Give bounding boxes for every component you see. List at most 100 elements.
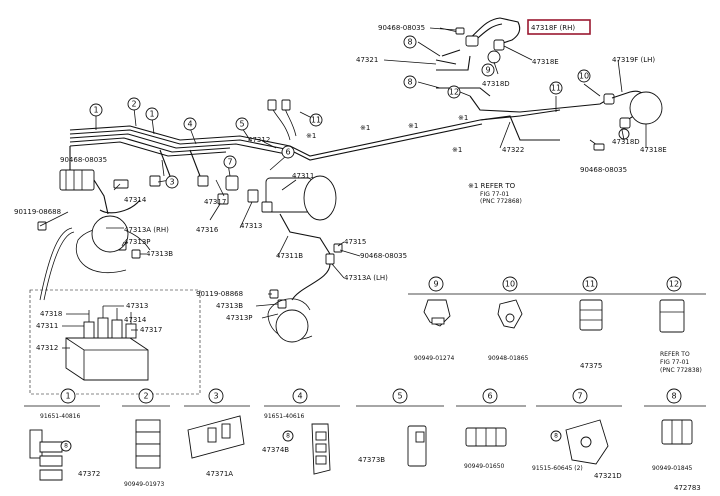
svg-text:8: 8 <box>286 433 290 440</box>
svg-text:47374B: 47374B <box>262 446 289 454</box>
svg-text:47315: 47315 <box>344 238 366 246</box>
svg-text:47317: 47317 <box>140 326 162 334</box>
svg-text:3: 3 <box>213 392 218 401</box>
svg-text:1: 1 <box>149 110 154 119</box>
svg-text:8: 8 <box>407 78 412 87</box>
svg-text:1: 1 <box>93 106 98 115</box>
svg-text:47319F (LH): 47319F (LH) <box>612 56 655 64</box>
svg-text:※1: ※1 <box>306 132 316 140</box>
abs-actuator-block <box>29 289 201 395</box>
svg-text:47311: 47311 <box>292 172 314 180</box>
svg-text:47372: 47372 <box>78 470 100 478</box>
svg-text:90949-01274: 90949-01274 <box>414 355 455 362</box>
svg-text:5: 5 <box>239 120 244 129</box>
detail-row-2: 1 91651-40816 8 47372 2 90949-01973 3 47… <box>24 388 706 492</box>
svg-text:47313: 47313 <box>126 302 148 310</box>
svg-text:(PNC 772838): (PNC 772838) <box>660 367 702 374</box>
abs-block-labels: 47318 47313 47311 47314 47317 47312 <box>36 302 162 352</box>
svg-text:7: 7 <box>227 158 232 167</box>
master-cylinder-centre <box>149 149 343 343</box>
svg-text:8: 8 <box>64 443 68 450</box>
detail-8: 8 90949-01845 <box>652 388 693 472</box>
svg-text:47318F (RH): 47318F (RH) <box>531 24 575 32</box>
leader-lines <box>39 27 647 319</box>
marker-11b: 11 <box>309 113 323 127</box>
svg-text:47321: 47321 <box>356 56 378 64</box>
svg-text:47318E: 47318E <box>532 58 559 66</box>
marker-4: 4 <box>183 117 197 131</box>
svg-text:47321D: 47321D <box>594 472 622 480</box>
svg-text:90468-08035: 90468-08035 <box>580 166 627 174</box>
svg-text:47313P: 47313P <box>124 238 151 246</box>
svg-text:47317: 47317 <box>204 198 226 206</box>
svg-text:※1: ※1 <box>458 114 468 122</box>
svg-text:6: 6 <box>487 392 492 401</box>
marker-10: 10 <box>577 69 591 83</box>
svg-text:※1: ※1 <box>360 124 370 132</box>
svg-text:11: 11 <box>311 116 321 125</box>
marker-12: 12 <box>447 85 461 99</box>
svg-text:47314: 47314 <box>124 196 147 204</box>
svg-text:※1: ※1 <box>408 122 418 130</box>
detail-3: 3 47371A <box>187 388 245 478</box>
svg-text:3: 3 <box>169 178 174 187</box>
svg-text:90468-08035: 90468-08035 <box>378 24 425 32</box>
svg-text:2: 2 <box>131 100 136 109</box>
detail-4: 4 91651-40616 8 47374B <box>262 388 331 475</box>
left-junction-block <box>37 146 151 301</box>
svg-text:47311: 47311 <box>36 322 58 330</box>
detail-9: 9 90949-01274 <box>414 276 455 362</box>
svg-text:47311B: 47311B <box>276 252 303 260</box>
svg-text:11: 11 <box>585 280 595 289</box>
marker-6: 6 <box>281 145 295 159</box>
marker-2: 2 <box>127 97 141 111</box>
svg-text:1: 1 <box>65 392 70 401</box>
svg-text:8: 8 <box>671 392 676 401</box>
svg-text:(PNC 772868): (PNC 772868) <box>480 198 522 205</box>
marker-7: 7 <box>223 155 237 169</box>
marker-9: 9 <box>481 63 495 77</box>
svg-text:47313B: 47313B <box>216 302 243 310</box>
svg-text:47313A (RH): 47313A (RH) <box>124 226 169 234</box>
svg-text:4: 4 <box>187 120 192 129</box>
svg-text:47322: 47322 <box>502 146 524 154</box>
svg-text:8: 8 <box>554 433 558 440</box>
svg-text:90949-01973: 90949-01973 <box>124 481 165 488</box>
marker-1: 1 <box>89 103 103 117</box>
svg-text:7: 7 <box>577 392 582 401</box>
svg-text:47318D: 47318D <box>482 80 510 88</box>
svg-text:47314: 47314 <box>124 316 147 324</box>
svg-text:47313A (LH): 47313A (LH) <box>344 274 388 282</box>
marker-8b: 8 <box>403 75 417 89</box>
svg-text:47313B: 47313B <box>146 250 173 258</box>
svg-text:REFER TO: REFER TO <box>660 351 690 358</box>
svg-text:90948-01865: 90948-01865 <box>488 355 529 362</box>
marker-11a: 11 <box>549 81 563 95</box>
svg-text:47312: 47312 <box>36 344 58 352</box>
svg-text:47318D: 47318D <box>612 138 640 146</box>
svg-text:91651-40816: 91651-40816 <box>40 413 81 420</box>
svg-text:47371A: 47371A <box>206 470 233 478</box>
svg-text:90119-08868: 90119-08868 <box>196 290 243 298</box>
detail-12: 12 REFER TO FIG 77-01 (PNC 772838) <box>659 276 702 374</box>
main-markers: 1 2 1 4 5 6 7 3 8 8 9 10 11 11 12 <box>89 35 591 189</box>
svg-text:47313P: 47313P <box>226 314 253 322</box>
svg-text:90949-01845: 90949-01845 <box>652 465 693 472</box>
detail-6: 6 90949-01650 <box>464 388 507 470</box>
top-right-brake-hose-group <box>435 17 663 151</box>
main-callout-labels: 90468-08035 47318F (RH) 47321 47318E 473… <box>14 19 667 322</box>
svg-text:91651-40616: 91651-40616 <box>264 413 305 420</box>
svg-text:9: 9 <box>485 66 490 75</box>
detail-1: 1 91651-40816 8 47372 <box>29 388 100 481</box>
svg-text:10: 10 <box>579 72 589 81</box>
detail-row-1: 9 90949-01274 10 90948-01865 11 47375 12… <box>408 276 706 374</box>
svg-text:6: 6 <box>285 148 290 157</box>
svg-text:90949-01650: 90949-01650 <box>464 463 505 470</box>
svg-text:47312: 47312 <box>248 136 270 144</box>
svg-text:8: 8 <box>407 38 412 47</box>
svg-text:FIG 77-01: FIG 77-01 <box>480 191 509 198</box>
marker-5: 5 <box>235 117 249 131</box>
svg-text:10: 10 <box>505 280 515 289</box>
svg-text:47318: 47318 <box>40 310 62 318</box>
